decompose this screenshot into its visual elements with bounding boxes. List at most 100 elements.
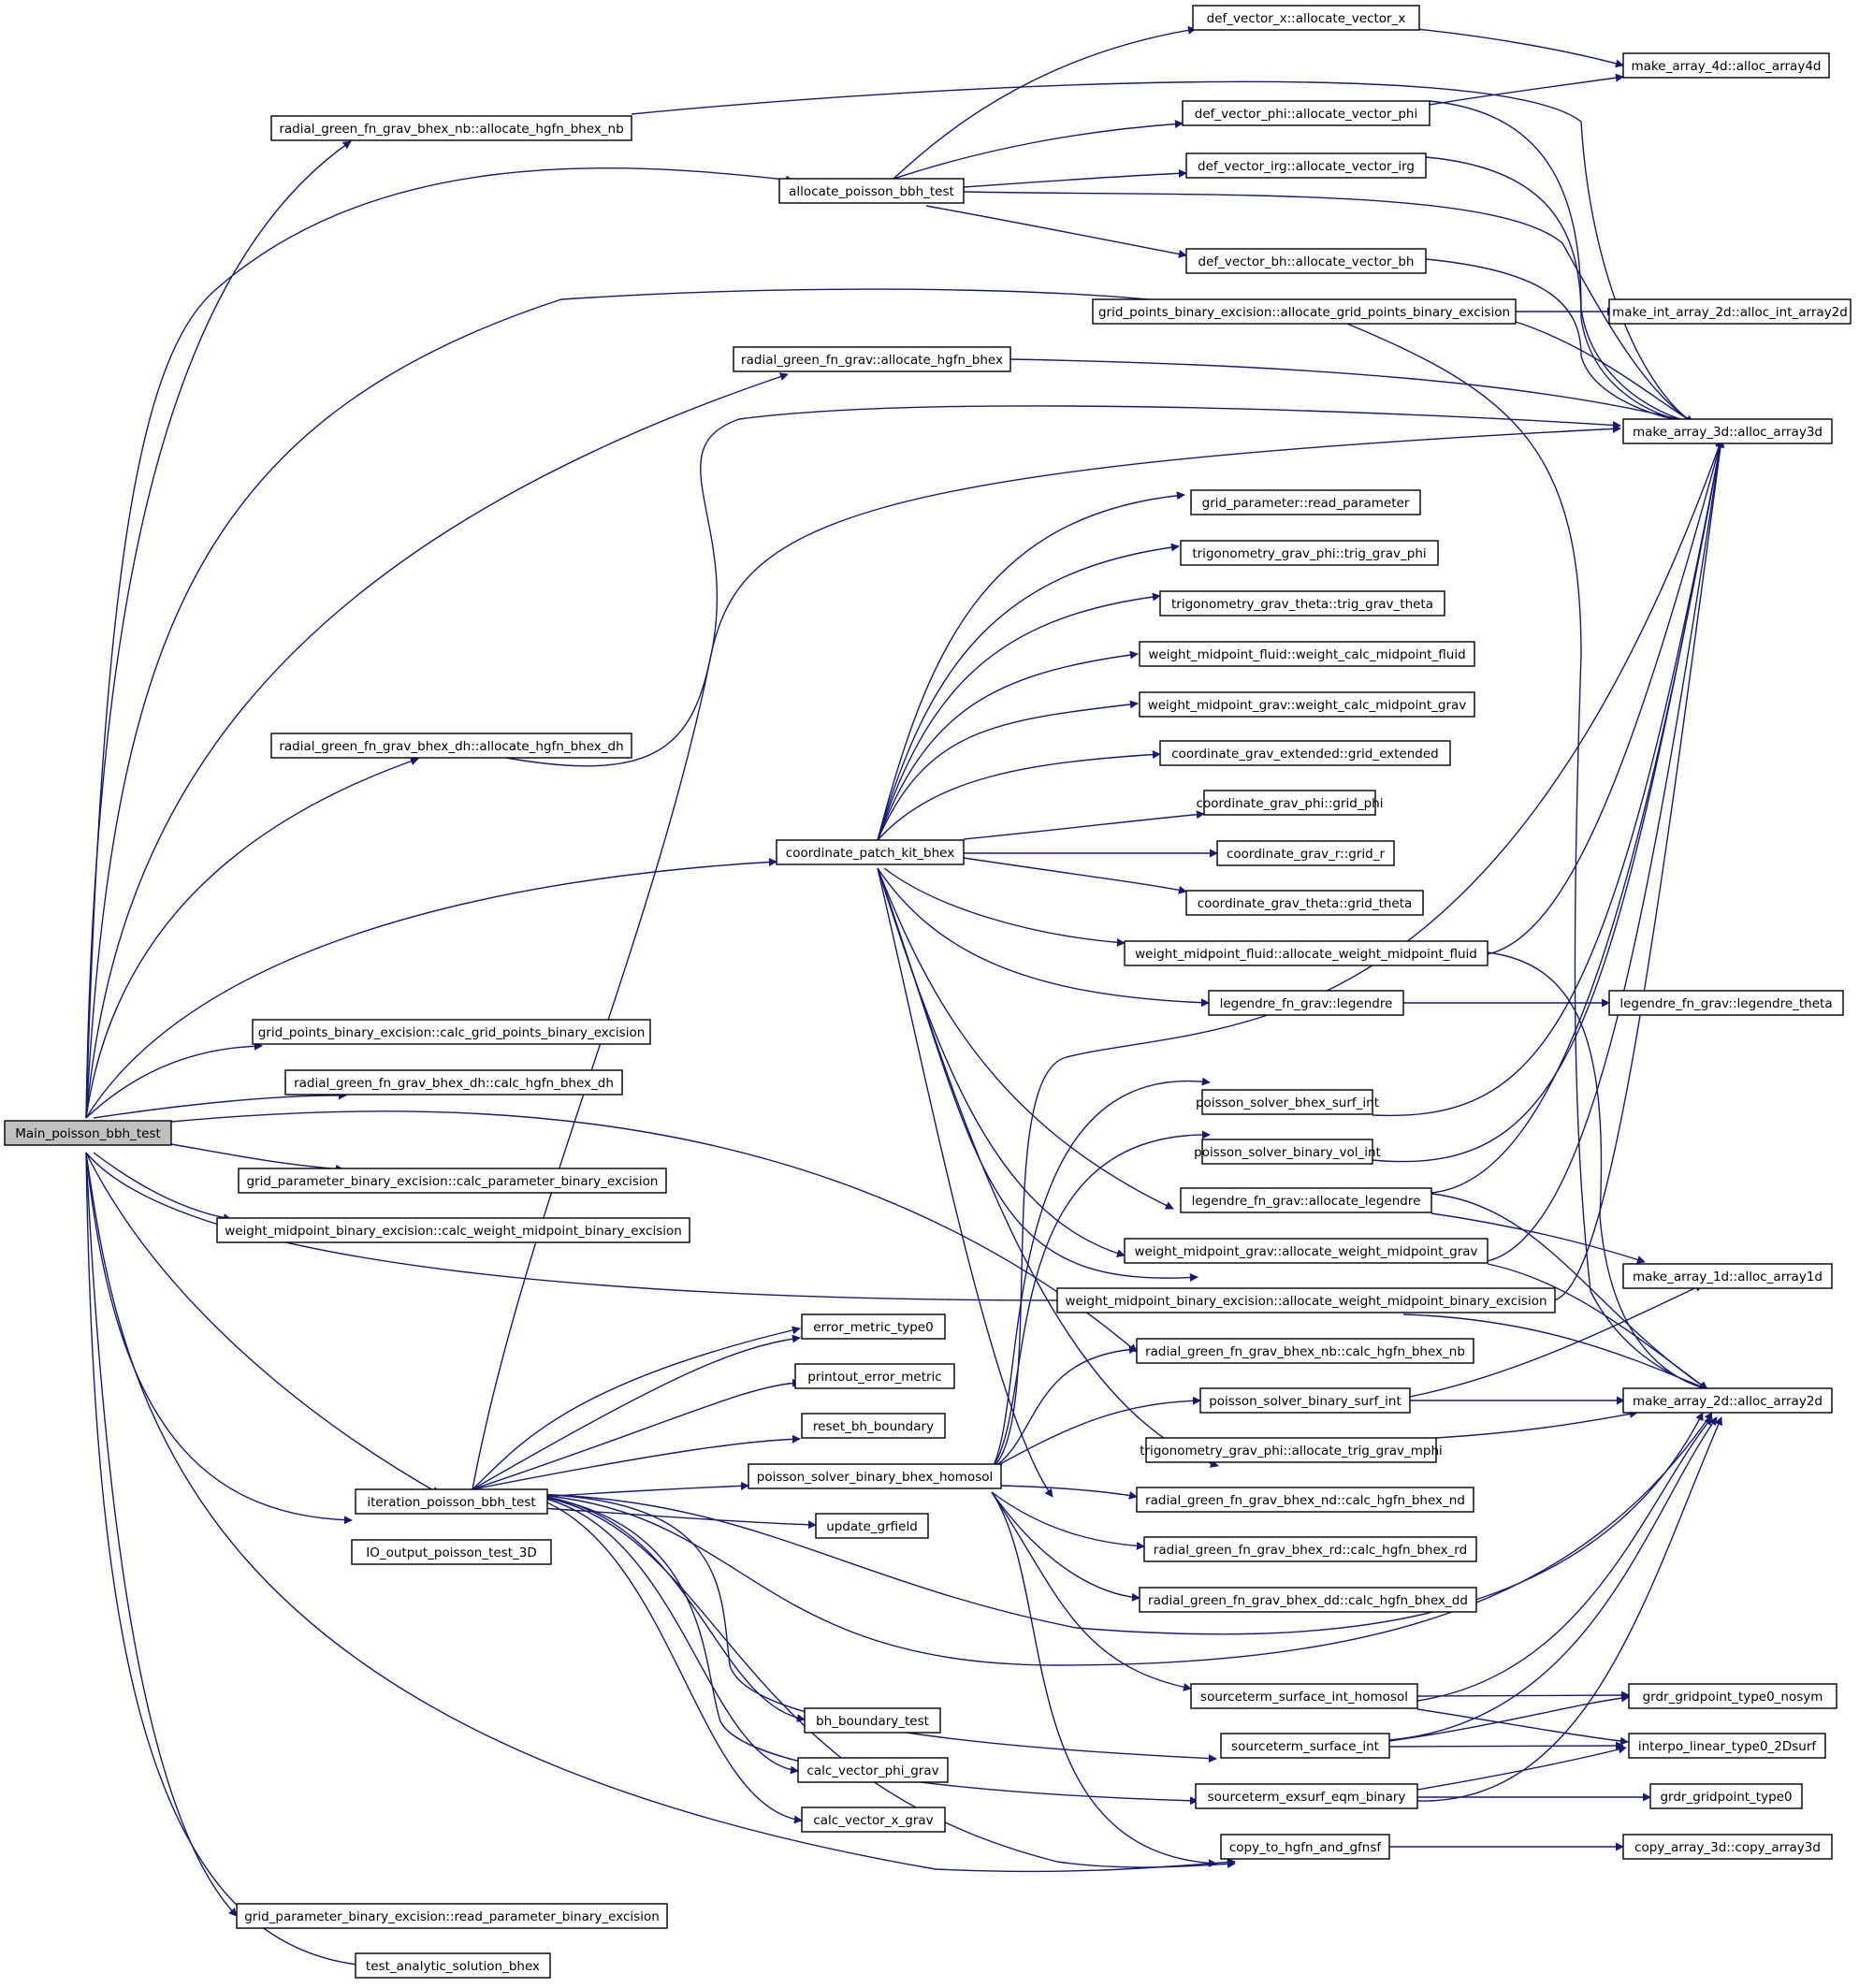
call-edge xyxy=(991,1491,1145,1550)
node-radial-green-fn-grav-bhex-nb-allocate-hgfn-bhex-nb[interactable]: radial_green_fn_grav_bhex_nb::allocate_h… xyxy=(270,115,632,141)
node-poisson-solver-binary-surf-int[interactable]: poisson_solver_binary_surf_int xyxy=(1199,1387,1411,1414)
node-box xyxy=(794,1363,955,1389)
node-main-poisson-bbh-test[interactable]: Main_poisson_bbh_test xyxy=(4,1120,172,1146)
node-poisson-solver-binary-bhex-homosol[interactable]: poisson_solver_binary_bhex_homosol xyxy=(748,1463,1002,1489)
node-label: radial_green_fn_grav_bhex_nb::calc_hgfn_… xyxy=(1145,1344,1465,1359)
node-poisson-solver-binary-vol-int[interactable]: poisson_solver_binary_vol_int xyxy=(1194,1139,1381,1165)
node-box xyxy=(236,1903,668,1929)
node-test-analytic-solution-bhex[interactable]: test_analytic_solution_bhex xyxy=(355,1952,551,1979)
node-coordinate-patch-kit-bhex[interactable]: coordinate_patch_kit_bhex xyxy=(776,839,965,865)
node-grdr-gridpoint-type0[interactable]: grdr_gridpoint_type0 xyxy=(1649,1783,1803,1809)
call-edge xyxy=(1416,1416,1722,1802)
node-coordinate-grav-phi-grid-phi[interactable]: coordinate_grav_phi::grid_phi xyxy=(1197,790,1384,816)
call-edge xyxy=(1009,358,1694,426)
node-trigonometry-grav-phi-trig-grav-phi[interactable]: trigonometry_grav_phi::trig_grav_phi xyxy=(1180,540,1439,566)
node-legendre-fn-grav-legendre-theta[interactable]: legendre_fn_grav::legendre_theta xyxy=(1608,990,1844,1016)
node-make-array-2d-alloc-array2d[interactable]: make_array_2d::alloc_array2d xyxy=(1622,1387,1833,1414)
node-grid-parameter-binary-excision-read-parameter-binary-excision[interactable]: grid_parameter_binary_excision::read_par… xyxy=(236,1903,668,1929)
call-edge xyxy=(877,700,1139,841)
call-edge xyxy=(170,1110,1138,1353)
call-edge xyxy=(1425,258,1694,427)
call-edge xyxy=(925,205,1187,258)
node-box xyxy=(1139,1587,1477,1613)
node-sourceterm-surface-int-homosol[interactable]: sourceterm_surface_int_homosol xyxy=(1190,1683,1418,1709)
node-grid-points-binary-excision-calc-grid-points-binary-excision[interactable]: grid_points_binary_excision::calc_grid_p… xyxy=(252,1019,651,1045)
node-calc-vector-phi-grav[interactable]: calc_vector_phi_grav xyxy=(797,1757,949,1783)
node-make-array-4d-alloc-array4d[interactable]: make_array_4d::alloc_array4d xyxy=(1622,52,1830,79)
node-box xyxy=(1208,990,1404,1016)
call-edge xyxy=(1487,439,1724,955)
node-copy-to-hgfn-and-gfnsf[interactable]: copy_to_hgfn_and_gfnsf xyxy=(1220,1834,1390,1860)
node-radial-green-fn-grav-bhex-dd-calc-hgfn-bhex-dd[interactable]: radial_green_fn_grav_bhex_dd::calc_hgfn_… xyxy=(1139,1587,1477,1613)
node-reset-bh-boundary[interactable]: reset_bh_boundary xyxy=(801,1413,946,1439)
node-box xyxy=(1159,590,1445,617)
node-box xyxy=(1124,1238,1489,1264)
node-weight-midpoint-fluid-allocate-weight-midpoint-fluid[interactable]: weight_midpoint_fluid::allocate_weight_m… xyxy=(1124,940,1489,966)
node-radial-green-fn-grav-bhex-dh-allocate-hgfn-bhex-dh[interactable]: radial_green_fn_grav_bhex_dh::allocate_h… xyxy=(270,733,632,759)
node-weight-midpoint-grav-allocate-weight-midpoint-grav[interactable]: weight_midpoint_grav::allocate_weight_mi… xyxy=(1124,1238,1489,1264)
node-legendre-fn-grav-legendre[interactable]: legendre_fn_grav::legendre xyxy=(1208,990,1404,1016)
node-grid-points-binary-excision-allocate-grid-points-binary-excision[interactable]: grid_points_binary_excision::allocate_gr… xyxy=(1092,298,1517,325)
call-edge xyxy=(1435,1409,1638,1439)
node-box xyxy=(1628,1733,1826,1759)
node-coordinate-grav-theta-grid-theta[interactable]: coordinate_grav_theta::grid_theta xyxy=(1185,890,1424,916)
node-weight-midpoint-fluid-weight-calc-midpoint-fluid[interactable]: weight_midpoint_fluid::weight_calc_midpo… xyxy=(1139,641,1475,667)
node-box xyxy=(1180,1187,1432,1213)
node-radial-green-fn-grav-bhex-nd-calc-hgfn-bhex-nd[interactable]: radial_green_fn_grav_bhex_nd::calc_hgfn_… xyxy=(1136,1487,1474,1513)
node-radial-green-fn-grav-allocate-hgfn-bhex[interactable]: radial_green_fn_grav::allocate_hgfn_bhex xyxy=(733,346,1011,372)
node-radial-green-fn-grav-bhex-rd-calc-hgfn-bhex-rd[interactable]: radial_green_fn_grav_bhex_rd::calc_hgfn_… xyxy=(1143,1536,1477,1562)
call-edge xyxy=(963,810,1205,840)
call-edge xyxy=(1388,1741,1624,1750)
node-grid-parameter-binary-excision-calc-parameter-binary-excision[interactable]: grid_parameter_binary_excision::calc_par… xyxy=(238,1168,667,1194)
node-box xyxy=(1622,1834,1833,1860)
node-def-vector-phi-allocate-vector-phi[interactable]: def_vector_phi::allocate_vector_phi xyxy=(1182,100,1431,126)
node-def-vector-irg-allocate-vector-irg[interactable]: def_vector_irg::allocate_vector_irg xyxy=(1185,152,1427,179)
node-def-vector-bh-allocate-vector-bh[interactable]: def_vector_bh::allocate_vector_bh xyxy=(1185,248,1427,274)
node-iteration-poisson-bbh-test[interactable]: iteration_poisson_bbh_test xyxy=(355,1488,548,1515)
node-printout-error-metric[interactable]: printout_error_metric xyxy=(794,1363,955,1389)
call-edge xyxy=(1416,1708,1629,1746)
call-edge xyxy=(893,120,1184,180)
node-weight-midpoint-grav-weight-calc-midpoint-grav[interactable]: weight_midpoint_grav::weight_calc_midpoi… xyxy=(1139,691,1475,718)
node-update-grfield[interactable]: update_grfield xyxy=(815,1513,929,1539)
node-make-array-3d-alloc-array3d[interactable]: make_array_3d::alloc_array3d xyxy=(1622,418,1833,444)
node-poisson-solver-bhex-surf-int[interactable]: poisson_solver_bhex_surf_int xyxy=(1196,1089,1379,1115)
node-label: radial_green_fn_grav_bhex_dd::calc_hgfn_… xyxy=(1148,1593,1468,1608)
node-label: allocate_poisson_bbh_test xyxy=(789,184,954,199)
node-io-output-poisson-test-3d[interactable]: IO_output_poisson_test_3D xyxy=(351,1539,552,1565)
node-legendre-fn-grav-allocate-legendre[interactable]: legendre_fn_grav::allocate_legendre xyxy=(1180,1187,1432,1213)
call-edge xyxy=(523,1493,803,1824)
node-radial-green-fn-grav-bhex-dh-calc-hgfn-bhex-dh[interactable]: radial_green_fn_grav_bhex_dh::calc_hgfn_… xyxy=(284,1069,623,1096)
node-sourceterm-surface-int[interactable]: sourceterm_surface_int xyxy=(1220,1733,1390,1759)
node-error-metric-type0[interactable]: error_metric_type0 xyxy=(801,1313,946,1340)
call-edge xyxy=(877,491,1185,841)
call-edge xyxy=(877,867,1053,1498)
node-sourceterm-exsurf-eqm-binary[interactable]: sourceterm_exsurf_eqm_binary xyxy=(1195,1783,1418,1809)
node-label: weight_midpoint_binary_excision::allocat… xyxy=(1065,1294,1547,1309)
call-edge xyxy=(1487,1263,1708,1390)
node-bh-boundary-test[interactable]: bh_boundary_test xyxy=(804,1707,941,1734)
call-edge xyxy=(963,191,1694,424)
node-coordinate-grav-extended-grid-extended[interactable]: coordinate_grav_extended::grid_extended xyxy=(1159,740,1451,766)
call-edge xyxy=(85,1152,1236,1873)
node-label: make_array_2d::alloc_array2d xyxy=(1633,1394,1823,1409)
node-interpo-linear-type0-2dsurf[interactable]: interpo_linear_type0_2Dsurf xyxy=(1628,1733,1826,1759)
node-make-int-array-2d-alloc-int-array2d[interactable]: make_int_array_2d::alloc_int_array2d xyxy=(1608,298,1852,325)
node-grid-parameter-read-parameter[interactable]: grid_parameter::read_parameter xyxy=(1190,489,1421,515)
node-def-vector-x-allocate-vector-x[interactable]: def_vector_x::allocate_vector_x xyxy=(1192,5,1420,31)
node-weight-midpoint-binary-excision-allocate-weight-midpoint-binary-excision[interactable]: weight_midpoint_binary_excision::allocat… xyxy=(1056,1287,1556,1313)
node-trigonometry-grav-theta-trig-grav-theta[interactable]: trigonometry_grav_theta::trig_grav_theta xyxy=(1159,590,1445,617)
node-coordinate-grav-r-grid-r[interactable]: coordinate_grav_r::grid_r xyxy=(1216,840,1395,866)
call-edge xyxy=(1425,156,1694,427)
node-grdr-gridpoint-type0-nosym[interactable]: grdr_gridpoint_type0_nosym xyxy=(1628,1683,1837,1709)
node-radial-green-fn-grav-bhex-nb-calc-hgfn-bhex-nb[interactable]: radial_green_fn_grav_bhex_nb::calc_hgfn_… xyxy=(1136,1338,1474,1364)
node-copy-array-3d-copy-array3d[interactable]: copy_array_3d::copy_array3d xyxy=(1622,1834,1833,1860)
call-edge xyxy=(877,867,1198,1283)
node-trigonometry-grav-phi-allocate-trig-grav-mphi[interactable]: trigonometry_grav_phi::allocate_trig_gra… xyxy=(1140,1437,1443,1463)
node-allocate-poisson-bbh-test[interactable]: allocate_poisson_bbh_test xyxy=(778,178,965,204)
node-box xyxy=(1185,248,1427,274)
node-calc-vector-x-grav[interactable]: calc_vector_x_grav xyxy=(801,1807,946,1833)
node-make-array-1d-alloc-array1d[interactable]: make_array_1d::alloc_array1d xyxy=(1622,1263,1833,1289)
call-edge xyxy=(893,25,1197,180)
node-weight-midpoint-binary-excision-calc-weight-midpoint-binary-excision[interactable]: weight_midpoint_binary_excision::calc_we… xyxy=(216,1217,690,1243)
